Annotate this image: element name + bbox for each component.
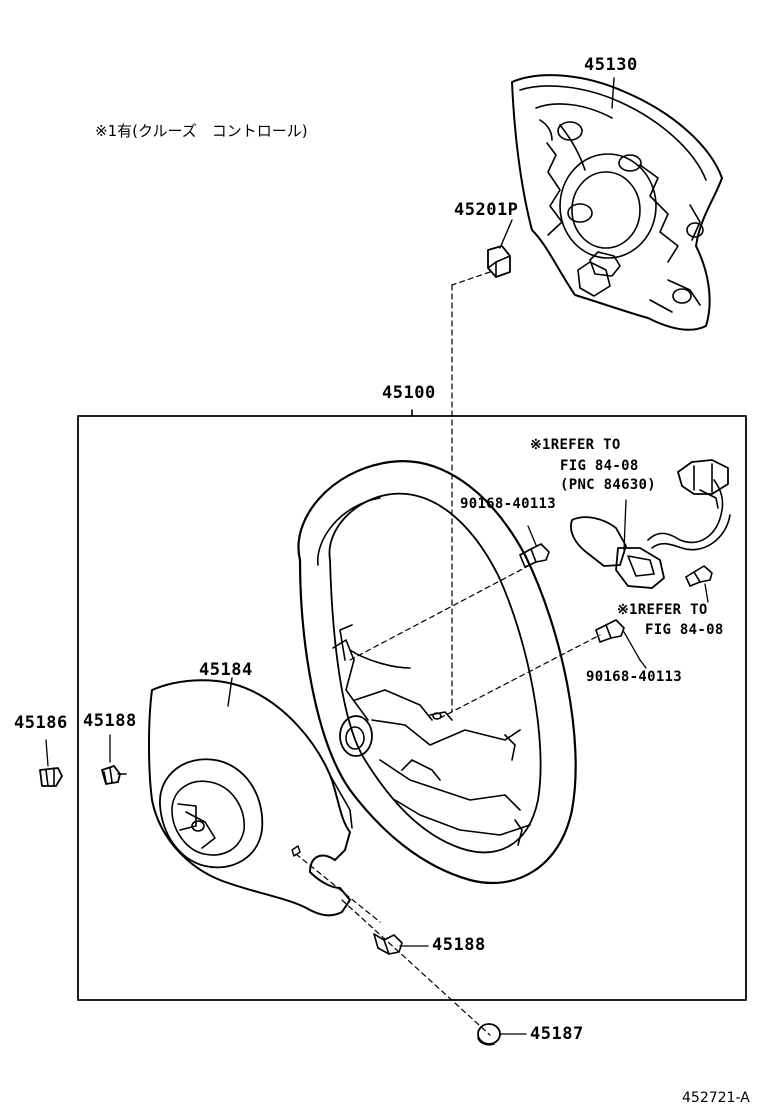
steering-wheel-45100 (297, 460, 577, 885)
refer-upper-line3: (PNC 84630) (560, 477, 657, 493)
nut-45201p (487, 219, 513, 278)
cruise-control-note: ※1有(クルーズ コントロール) (95, 122, 308, 140)
refer-upper-line2: FIG 84-08 (560, 458, 639, 474)
screw-45188-left (101, 734, 127, 785)
lower-cover-45184 (148, 677, 353, 917)
part-label-45186: 45186 (14, 713, 68, 733)
assembly-box (77, 409, 747, 1001)
clip-45186 (39, 739, 63, 787)
cruise-control-switch (570, 459, 731, 603)
airbag-pad-45130 (511, 74, 723, 331)
part-label-45188-bottom: 45188 (432, 935, 486, 955)
part-label-45130: 45130 (584, 55, 638, 75)
part-label-45100: 45100 (382, 383, 436, 403)
screw-45188-bottom (373, 933, 429, 955)
part-label-45184: 45184 (199, 660, 253, 680)
figure-id: 452721-A (682, 1090, 750, 1106)
part-label-45187: 45187 (530, 1024, 584, 1044)
part-label-45201p: 45201P (454, 200, 519, 220)
part-label-bolt-upper: 90168-40113 (460, 496, 557, 512)
part-label-bolt-lower: 90168-40113 (586, 669, 683, 685)
bolt-lower-90168-40113 (595, 619, 647, 669)
refer-lower-line2: FIG 84-08 (645, 622, 724, 638)
refer-lower-line1: ※1REFER TO (617, 602, 708, 618)
part-label-45188-left: 45188 (83, 711, 137, 731)
bolt-upper-90168-40113 (519, 525, 550, 568)
cap-45187 (477, 1023, 527, 1046)
refer-upper-line1: ※1REFER TO (530, 437, 621, 453)
